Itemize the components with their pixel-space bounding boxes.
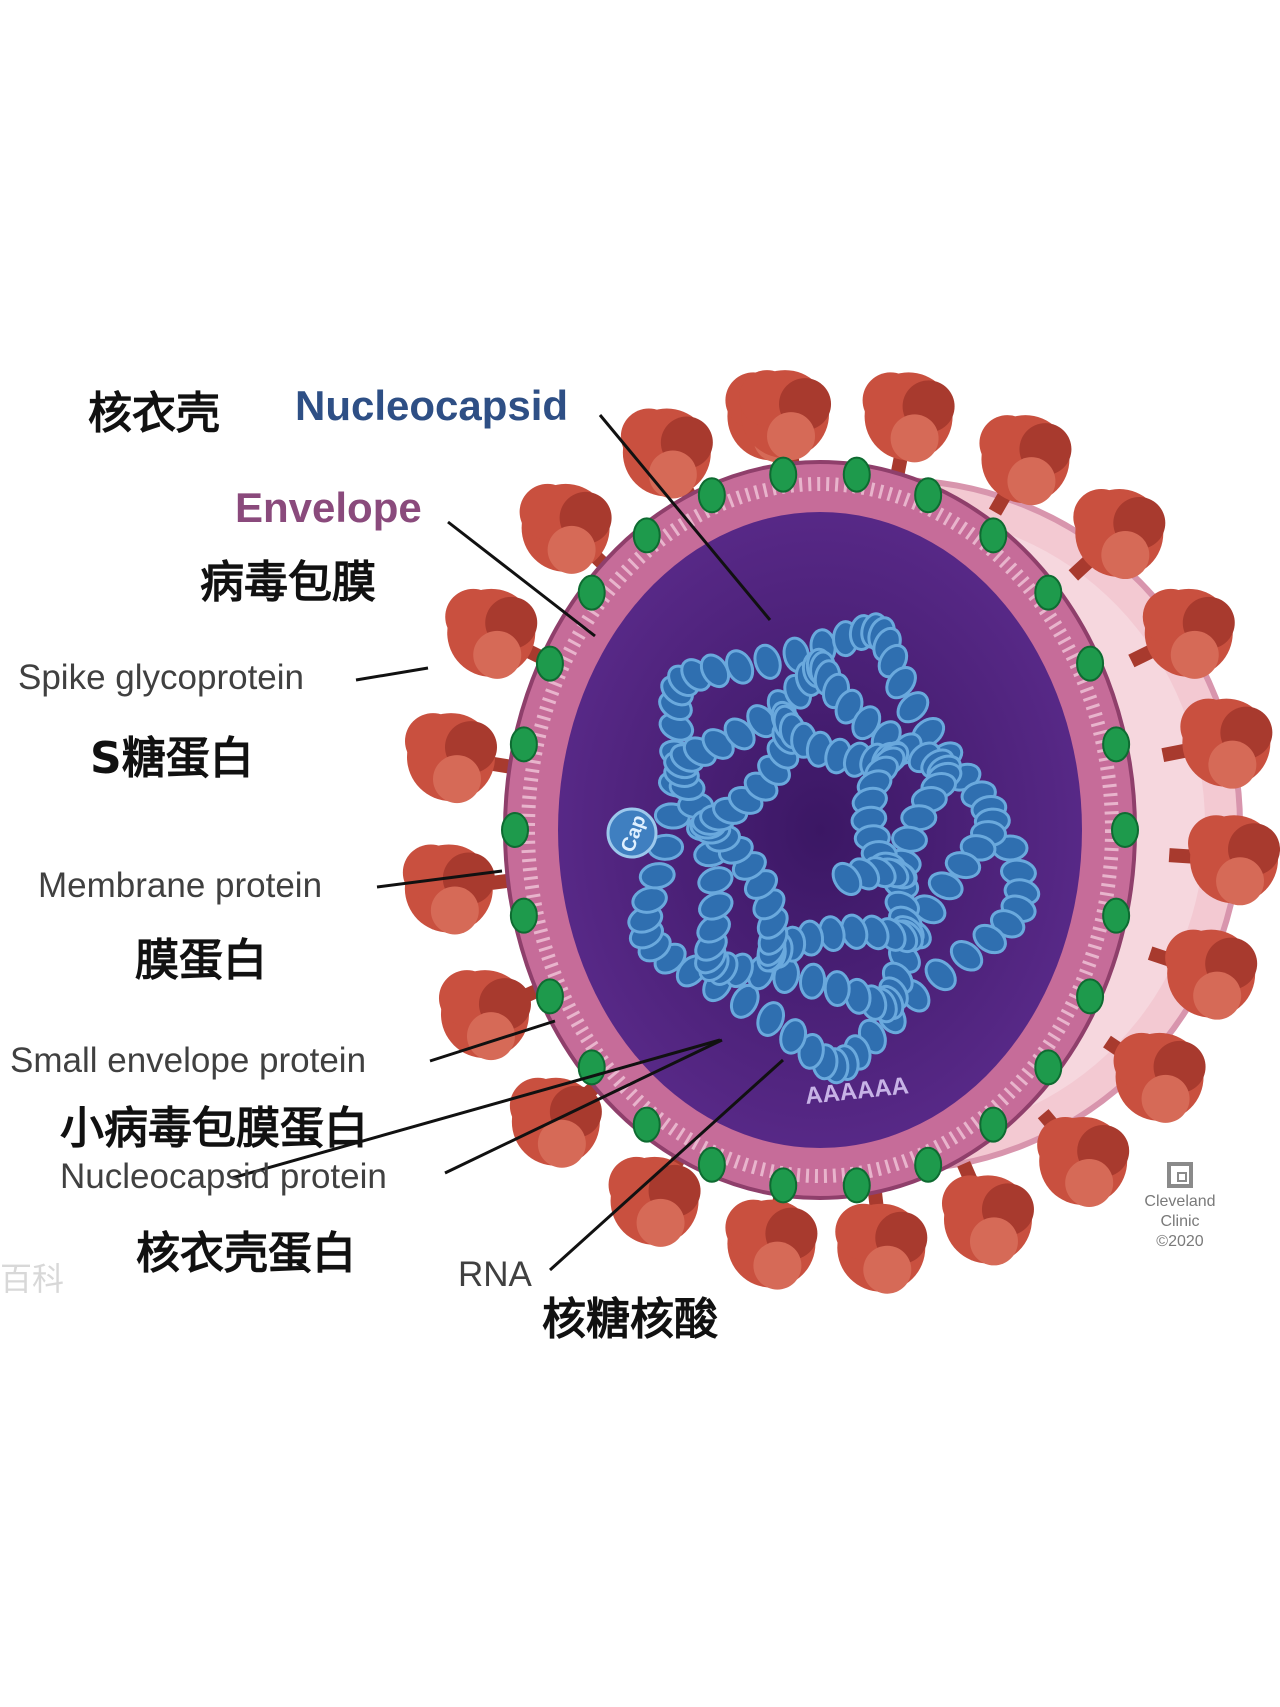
rna-label-en: RNA [458,1255,532,1294]
membrane-protein-26 [1102,726,1131,763]
spike-8 [1147,929,1258,1020]
membrane-protein-20 [769,456,798,493]
membrane-protein-25 [1076,645,1105,682]
spike-3 [979,415,1072,516]
leader-small-envelope [429,1019,556,1063]
spike-18 [405,713,517,804]
membrane-protein-3 [1076,978,1105,1015]
spike-20 [519,483,616,577]
spike-5 [1128,588,1235,679]
helix-bead-7 [949,940,984,972]
credit-line-2: Clinic [1160,1213,1200,1230]
membrane-protein-19 [697,477,726,514]
nucleocapsid-label-zh: 核衣壳 [88,388,220,439]
spike-22 [739,370,832,475]
helix-bead-26 [631,886,668,914]
membrane-protein-14 [501,812,529,848]
helix-bead-79 [698,891,734,921]
helix-bead-8 [924,958,957,992]
credit-line-1: Cleveland [1144,1193,1216,1210]
spike-15 [509,1074,608,1168]
nucleocapsid-protein-label-zh: 核衣壳蛋白 [136,1228,356,1279]
envelope-label-en: Envelope [235,484,422,531]
nucleocapsid-helix [627,612,1041,1085]
membrane-protein-2 [1102,897,1131,934]
small-envelope-label-zh: 小病毒包膜蛋白 [60,1103,368,1154]
membrane-protein-1 [1111,812,1139,848]
leader-membrane [376,869,503,889]
membrane-protein-9 [697,1146,726,1183]
membrane-protein-8 [769,1167,798,1204]
leader-envelope [447,520,596,638]
membrane-protein-16 [535,645,564,682]
spike-label-zh: S糖蛋白 [90,733,254,784]
leader-lines [231,414,785,1272]
membrane-label-en: Membrane protein [38,866,323,905]
helix-bead-69 [823,970,851,1008]
leader-nuc-protein-b [444,1038,723,1175]
helix-bead-18 [756,1001,786,1037]
envelope-label-zh: 病毒包膜 [200,557,376,608]
helix-bead-39 [753,643,782,680]
spike-7 [1168,815,1280,906]
helix-bead-80 [697,866,734,895]
spike-19 [445,588,552,679]
nucleocapsid-protein-label-en: Nucleocapsid protein [60,1157,387,1196]
spike-2 [862,372,955,477]
helix-bead-48 [885,666,917,700]
helix-bead-17 [779,1018,808,1055]
spike-9 [1103,1032,1206,1123]
spike-17 [402,844,515,935]
helix-bead-59 [927,871,964,901]
helix-bead-173 [831,861,863,897]
small-envelope-label-en: Small envelope protein [10,1041,367,1080]
spike-16 [438,970,547,1061]
spike-label-en: Spike glycoprotein [18,658,304,697]
membrane-protein-6 [914,1146,943,1183]
helix-bead-6 [972,923,1007,955]
membrane-label-zh: 膜蛋白 [135,935,267,986]
membrane-protein-21 [842,456,871,493]
leader-spike [355,666,429,682]
spike-6 [1161,698,1273,789]
spike-12 [835,1187,928,1294]
cleveland-clinic-logo-icon [1167,1162,1193,1188]
credit-line-3: ©2020 [1156,1233,1204,1250]
membrane-protein-23 [979,517,1008,554]
leader-rna [548,1058,785,1272]
membrane-protein-17 [577,574,606,611]
helix-bead-38 [724,649,755,685]
spike-4 [1068,489,1166,581]
leader-nuc-protein-a [231,1038,721,1180]
helix-bead-70 [798,962,827,1000]
helix-bead-58 [944,851,982,880]
leader-nucleocapsid [598,414,772,621]
membrane-protein-13 [509,897,538,934]
spike-11 [941,1160,1034,1266]
helix-bead-49 [896,691,930,724]
membrane-protein-12 [535,978,564,1015]
membrane-protein-24 [1034,574,1063,611]
spike-glycoproteins [402,370,1280,1294]
cleveland-clinic-credit: Cleveland Clinic ©2020 [1120,1162,1240,1252]
membrane-proteins [501,456,1139,1204]
rna-label-zh: 核糖核酸 [542,1294,718,1345]
membrane-protein-22 [914,477,943,514]
helix-bead-90 [723,717,756,751]
watermark: 百科 [0,1260,65,1298]
nucleocapsid-label-en: Nucleocapsid [295,382,569,429]
membrane-protein-7 [842,1167,871,1204]
membrane-protein-10 [632,1106,661,1143]
cap-marker: Cap [606,807,658,859]
membrane-protein-4 [1034,1049,1063,1086]
membrane-protein-5 [979,1106,1008,1143]
spike-13 [725,1183,818,1290]
membrane-protein-18 [632,517,661,554]
spike-10 [1037,1109,1130,1207]
helix-bead-27 [638,862,676,890]
membrane-protein-15 [509,726,538,763]
